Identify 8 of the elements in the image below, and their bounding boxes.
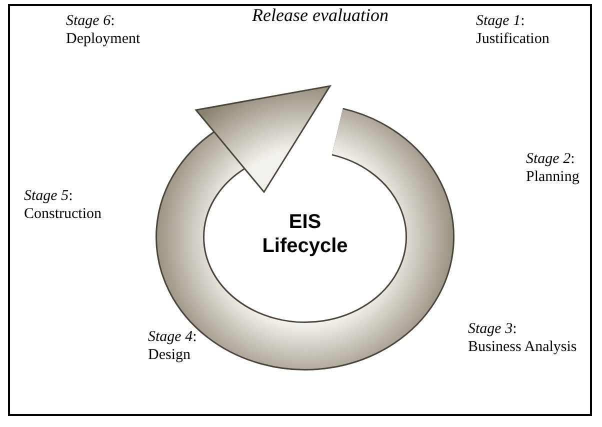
- stage-label: Stage 5: Construction: [24, 187, 102, 223]
- center-title: EIS Lifecycle: [261, 210, 349, 258]
- callout-text: Release evaluation: [252, 6, 388, 24]
- stage-label: Stage 2: Planning: [526, 150, 580, 186]
- stage-label: Stage 1: Justification: [476, 12, 550, 48]
- stage-label: Stage 6: Deployment: [66, 12, 140, 48]
- stage-label: Stage 4: Design: [148, 328, 197, 364]
- stage-label: Stage 3: Business Analysis: [468, 320, 577, 356]
